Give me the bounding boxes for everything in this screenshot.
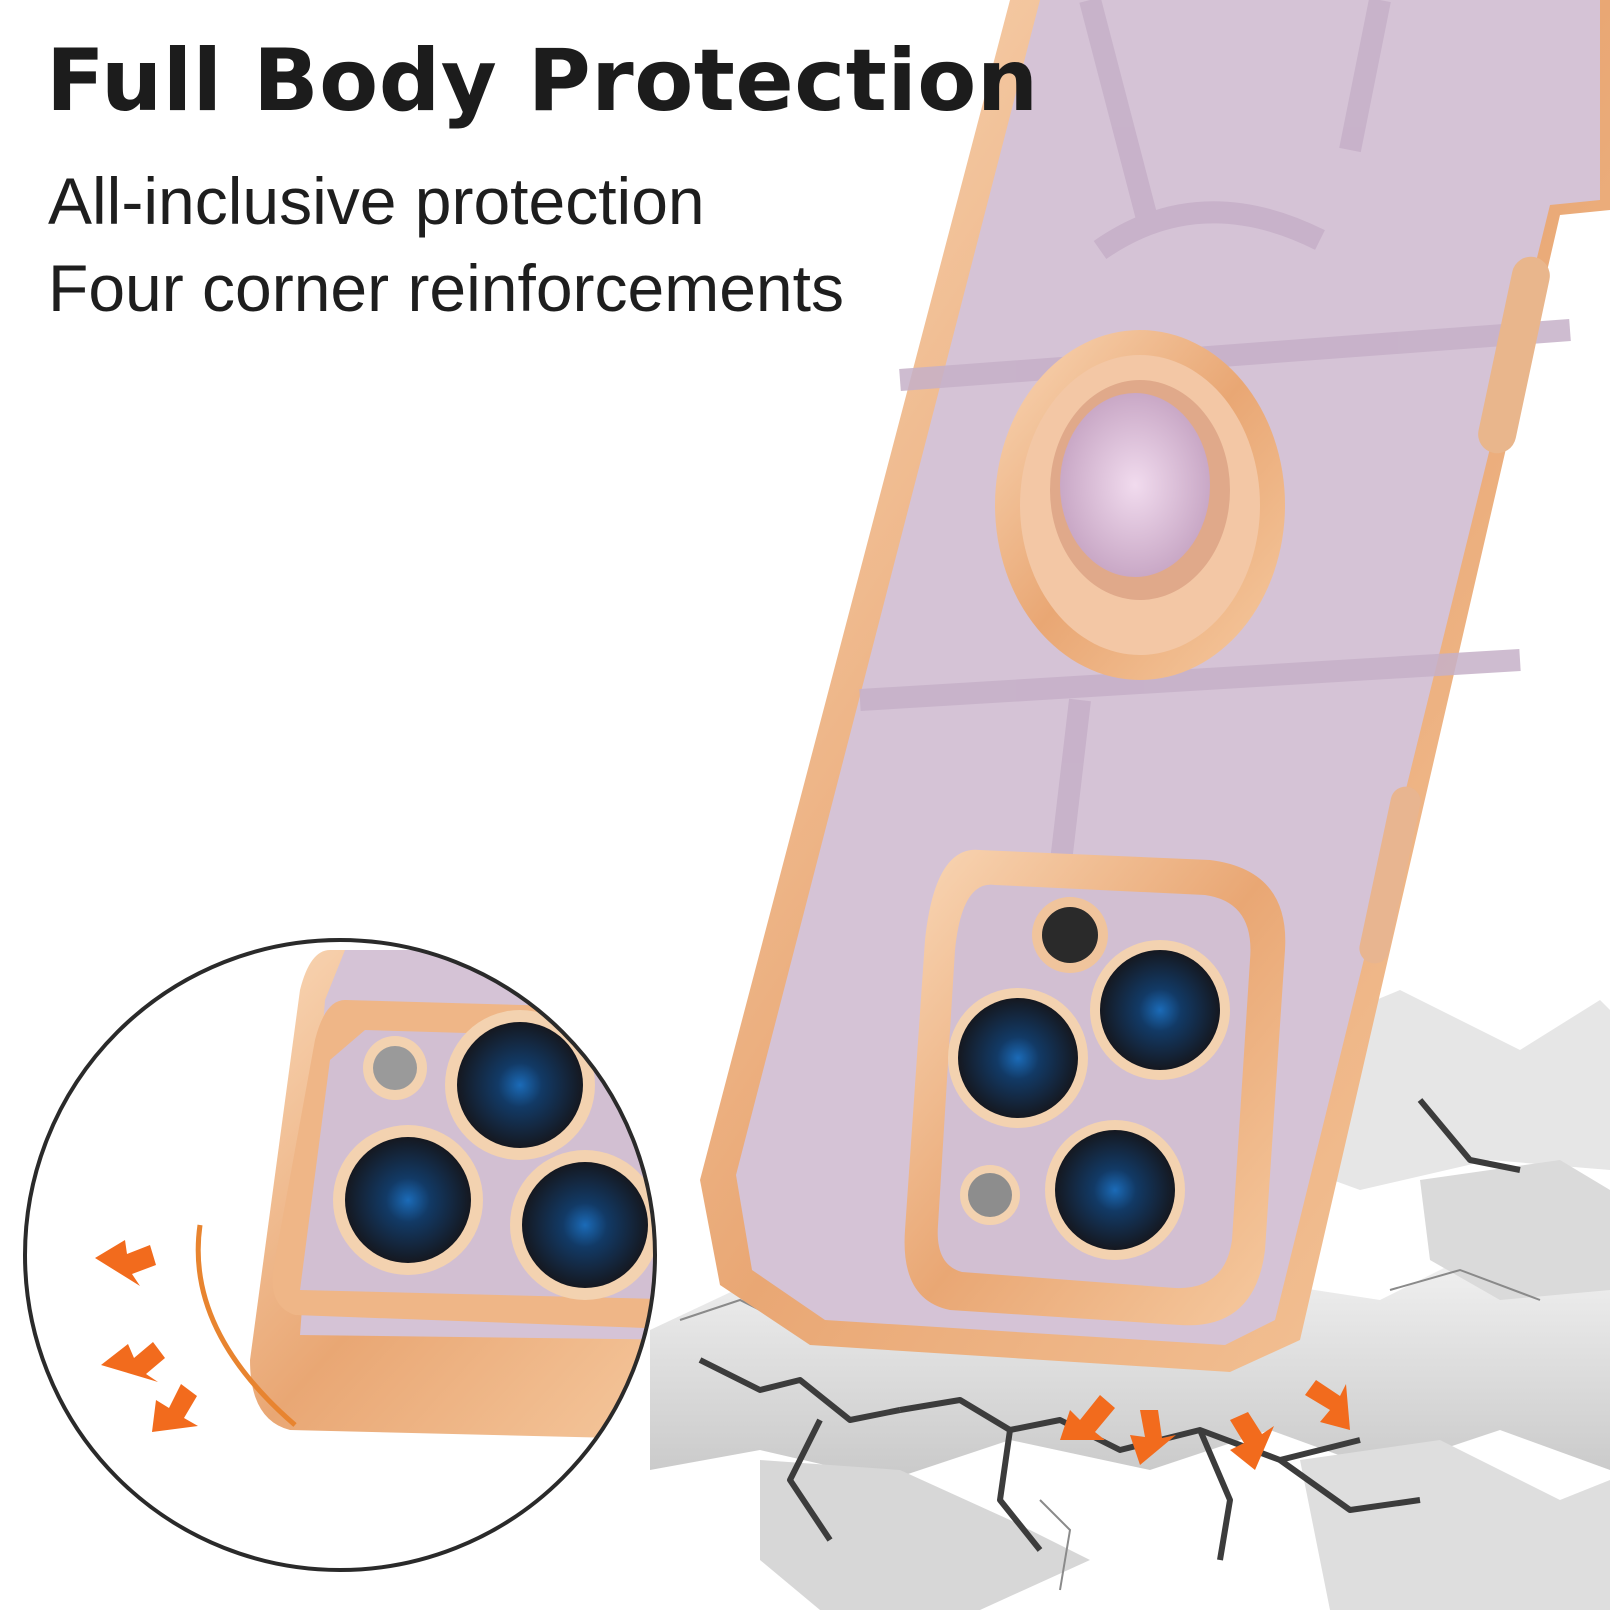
arrow-icon: [95, 1240, 198, 1432]
camera-module: [904, 849, 1286, 1326]
side-button: [1478, 256, 1550, 454]
ring-holder-icon: [995, 330, 1285, 680]
feature-line: All-inclusive protection: [48, 164, 705, 238]
feature-line: Four corner reinforcements: [48, 251, 844, 325]
arrow-icon: [1060, 1380, 1350, 1470]
headline: Full Body Protection: [46, 31, 1039, 131]
side-button: [1359, 786, 1421, 964]
